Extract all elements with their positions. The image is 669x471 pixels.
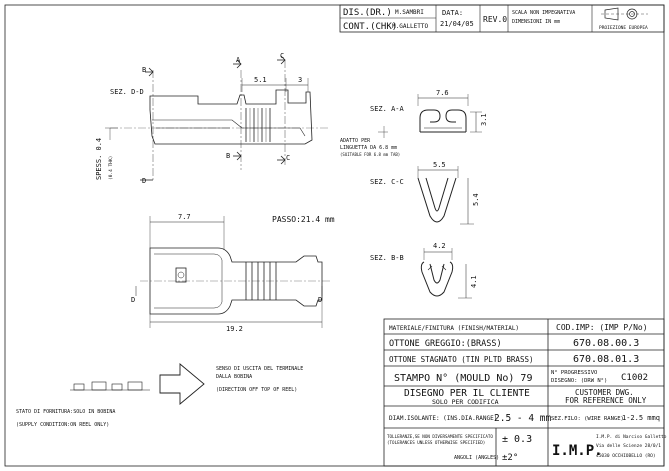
wire-label: SEZ.FILO: (WIRE RANGE) — [551, 416, 624, 422]
projection-label: PROIEZIONE EUROPEA — [599, 25, 648, 31]
angles-value: ±2° — [502, 453, 518, 463]
company-name: I.M.P. di Narciso Galletto — [596, 434, 667, 440]
section-a-a-height: 3.1 — [480, 113, 488, 126]
supply-condition-line-1: STATO DI FORNITURA:SOLO IN BOBINA — [16, 409, 115, 415]
title-block-grid — [383, 318, 665, 467]
insulation-label: DIAM.ISOLANTE: (INS.DIA.RANGE) — [389, 415, 497, 422]
company-logo: I.M.P. — [552, 443, 603, 459]
thickness-label: SPESS. 0.4 — [95, 138, 103, 180]
scale-note: SCALA NON IMPEGNATIVA — [512, 10, 575, 16]
reel-direction-line-1: SENSO DI USCITA DEL TERMINALE — [216, 366, 303, 372]
dimension-7-7: 7.7 — [178, 213, 191, 221]
dimension-19-2: 19.2 — [226, 325, 243, 333]
company-address: Via delle Scienze 28/0/1 — [596, 443, 661, 449]
section-a-a-profile — [417, 94, 482, 133]
progressive-label-2: DISEGNO: (DRW N°) — [551, 378, 607, 384]
section-b-b-profile — [420, 248, 472, 299]
wire-range: 1-2.5 mmq — [622, 414, 660, 422]
section-a-a-width: 7.6 — [436, 89, 449, 97]
checked-by-name: M.GALLETTO — [392, 23, 429, 30]
drawing-title-line-2: SOLO PER CODIFICA — [432, 398, 499, 406]
reel-direction-line-2: DALLA BOBINA — [216, 374, 252, 380]
revision: REV.0 — [483, 15, 507, 24]
drawn-by-name: M.SAMBRI — [395, 9, 424, 16]
section-d-d-label: SEZ. D-D — [110, 88, 144, 96]
tinned-material-code: 670.08.01.3 — [573, 354, 639, 365]
raw-material-code: 670.08.00.3 — [573, 338, 639, 349]
section-c-c-label: SEZ. C-C — [370, 178, 404, 186]
header-block: DIS.(DR.) M.SAMBRI CONT.(CHK) M.GALLETTO… — [339, 4, 665, 33]
progressive-label-1: N° PROGRESSIVO — [551, 370, 597, 376]
section-c-c-profile — [417, 166, 474, 225]
thickness-sub-label: (0.4 THK) — [108, 156, 114, 180]
dimension-3: 3 — [298, 76, 302, 84]
pitch-label: PASSO:21.4 mm — [272, 215, 335, 224]
reel-strip-icon — [70, 381, 150, 391]
section-label-a-top: A — [236, 56, 241, 64]
section-b-b-width: 4.2 — [433, 242, 446, 250]
part-code-header: COD.IMP: (IMP P/No) — [556, 323, 648, 332]
tab-note-line-2: LINGUETTA DA 6.8 mm — [340, 145, 397, 151]
direction-arrow-icon — [159, 363, 205, 405]
insulation-range: 2.5 - 4 mm — [494, 413, 551, 424]
tab-note-line-1: ADATTO PER — [340, 138, 371, 144]
tab-note-line-3: (SUITABLE FOR 6.8 mm TAB) — [340, 152, 400, 157]
raw-material: OTTONE GREGGIO:(BRASS) — [389, 339, 502, 349]
checked-by-label: CONT.(CHK) — [343, 22, 397, 32]
section-label-c-bottom: C — [286, 154, 290, 162]
customer-line-1: CUSTOMER DWG. — [575, 388, 634, 397]
drawing-number: C1002 — [621, 373, 648, 383]
date-value: 21/04/05 — [440, 20, 474, 28]
dimension-5-1: 5.1 — [254, 76, 267, 84]
drawing-title-line-1: DISEGNO PER IL CLIENTE — [404, 388, 530, 399]
reel-direction-line-3: (DIRECTION OFF TOP OF REEL) — [216, 387, 297, 393]
dimension-unit-note: DIMENSIONI IN mm — [512, 19, 560, 25]
sheet-border — [4, 4, 665, 467]
projection-symbol-icon — [601, 7, 648, 21]
section-label-d-bottom: D — [142, 177, 146, 185]
angles-label: ANGOLI (ANGLES) — [454, 455, 499, 461]
section-b-b-label: SEZ. B-B — [370, 254, 404, 262]
section-label-b-bottom: B — [226, 152, 230, 160]
material-header: MATERIALE/FINITURA (FINISH/MATERIAL) — [389, 325, 519, 332]
tolerance-line-2: (TOLERANCES UNLESS OTHERWISE SPECIFIED) — [387, 440, 485, 445]
customer-line-2: FOR REFERENCE ONLY — [565, 396, 647, 405]
section-label-b-top: B — [142, 66, 146, 74]
plan-view — [135, 216, 330, 328]
section-label-d-left: D — [131, 296, 135, 304]
tab-note-leader — [378, 126, 388, 138]
section-label-d-right: D — [318, 296, 322, 304]
supply-condition-line-2: (SUPPLY CONDITION:ON REEL ONLY) — [16, 422, 109, 428]
section-a-a-label: SEZ. A-A — [370, 105, 405, 113]
section-b-b-height: 4.1 — [470, 275, 478, 288]
section-c-c-height: 5.4 — [472, 193, 480, 206]
drawn-by-label: DIS.(DR.) — [343, 8, 392, 18]
tinned-material: OTTONE STAGNATO (TIN PLTD BRASS) — [389, 355, 534, 364]
section-label-c-top: C — [280, 52, 284, 60]
section-c-c-width: 5.5 — [433, 161, 446, 169]
tolerance-value: ± 0.3 — [502, 434, 532, 445]
tolerance-line-1: TOLLERANZE,SE NON DIVERSAMENTE SPECIFICA… — [387, 434, 493, 439]
company-city: 45030 OCCHIOBELLO (RO) — [596, 453, 656, 459]
side-view-d-d — [105, 55, 330, 181]
mould-number: STAMPO N° (MOULD No) 79 — [394, 373, 532, 384]
date-label: DATA: — [442, 9, 463, 17]
